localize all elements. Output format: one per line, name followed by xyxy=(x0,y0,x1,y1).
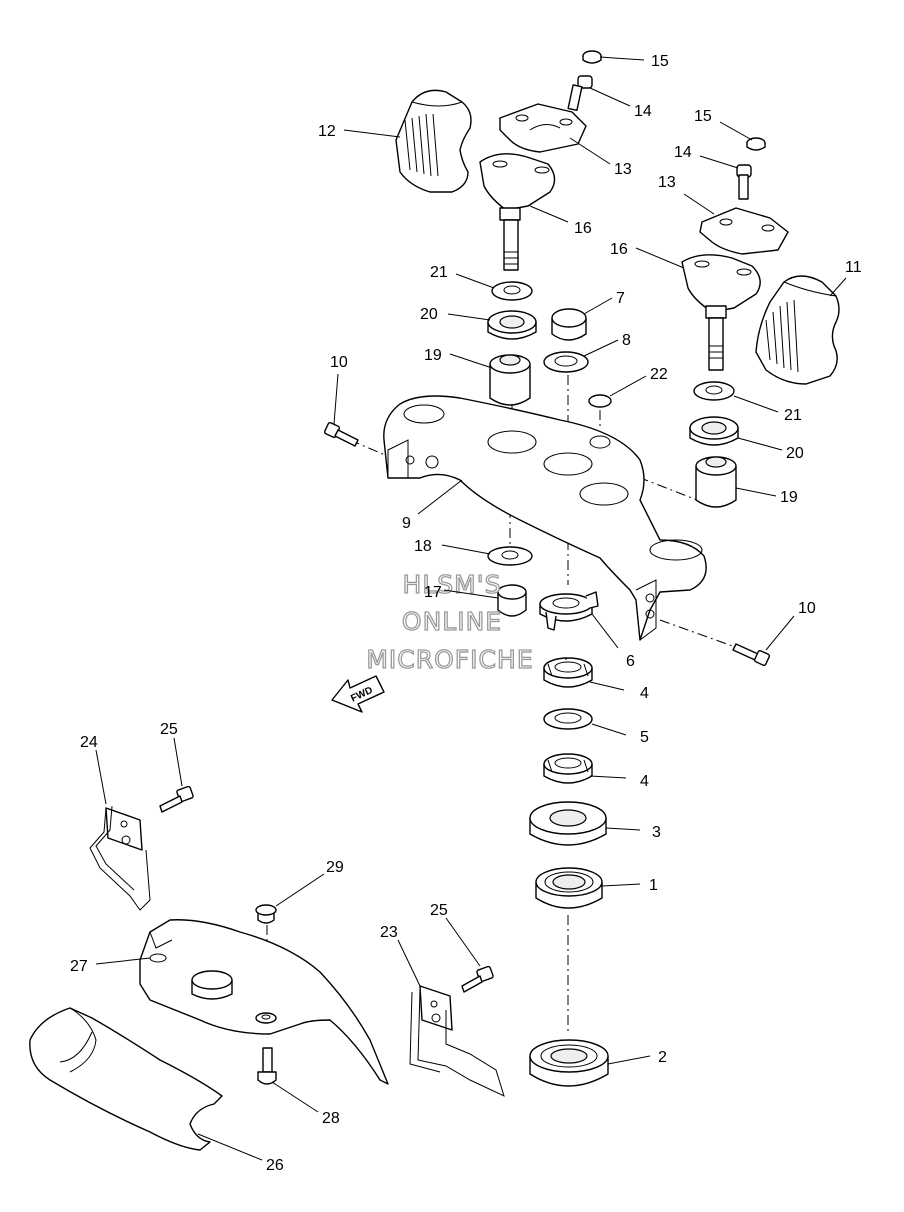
washer-18 xyxy=(487,546,533,566)
cover-plate-27 xyxy=(139,919,389,1085)
callout-18: 18 xyxy=(414,538,432,555)
bolt-25b xyxy=(461,965,494,993)
callout-7: 7 xyxy=(616,290,625,307)
callout-14: 14 xyxy=(674,144,692,161)
wire-guide-23 xyxy=(409,985,505,1097)
damper-19-left xyxy=(489,354,531,406)
callout-21: 21 xyxy=(784,407,802,424)
handle-holder-left xyxy=(479,153,556,271)
callout-26: 26 xyxy=(266,1157,284,1174)
callout-19: 19 xyxy=(780,489,798,506)
callout-22: 22 xyxy=(650,366,668,383)
upper-bracket-9 xyxy=(383,395,707,641)
bearing-1 xyxy=(535,867,603,909)
cap-15b xyxy=(746,137,766,151)
callouts: 15 14 12 13 15 14 13 16 16 11 21 7 20 8 … xyxy=(70,53,862,1174)
grommet-29 xyxy=(255,904,277,924)
callout-29: 29 xyxy=(326,859,344,876)
bearing-2 xyxy=(529,1039,609,1087)
callout-10: 10 xyxy=(330,354,348,371)
ring-nut-4-lower xyxy=(543,753,593,784)
watermark-line-3: MICROFICHE xyxy=(366,645,533,674)
bolt-14a xyxy=(567,75,593,112)
leader-lines xyxy=(95,56,847,1161)
fwd-arrow-icon: FWD xyxy=(331,675,385,713)
handlebar-cover-left xyxy=(395,89,472,193)
callout-9: 9 xyxy=(402,515,411,532)
callout-19: 19 xyxy=(424,347,442,364)
callout-11: 11 xyxy=(845,259,862,276)
washer-8 xyxy=(543,351,589,373)
lock-washer-6 xyxy=(539,591,599,631)
watermark-line-1: HLSM'S xyxy=(403,570,502,599)
washer-21-left xyxy=(491,281,533,301)
callout-20: 20 xyxy=(420,306,438,323)
callout-21: 21 xyxy=(430,264,448,281)
handlebar-cover-right xyxy=(755,275,840,385)
cap-22 xyxy=(588,394,612,408)
handlebar-upper-holder-left xyxy=(499,103,587,153)
callout-16: 16 xyxy=(610,241,628,258)
callout-24: 24 xyxy=(80,734,98,751)
washer-21-right xyxy=(693,381,735,401)
damper-19-right xyxy=(695,456,737,508)
callout-20: 20 xyxy=(786,445,804,462)
callout-17: 17 xyxy=(424,584,442,601)
callout-3: 3 xyxy=(652,824,661,841)
crown-nut-7 xyxy=(551,308,587,341)
callout-25: 25 xyxy=(430,902,448,919)
bolt-28 xyxy=(257,1047,277,1085)
callout-1: 1 xyxy=(649,877,658,894)
callout-28: 28 xyxy=(322,1110,340,1127)
callout-23: 23 xyxy=(380,924,398,941)
callout-8: 8 xyxy=(622,332,631,349)
bolt-14b xyxy=(736,164,752,200)
bushing-20-right xyxy=(689,416,739,446)
callout-2: 2 xyxy=(658,1049,667,1066)
handle-holder-right xyxy=(681,254,761,371)
callout-15: 15 xyxy=(651,53,669,70)
bearing-cover-3 xyxy=(529,801,607,846)
bushing-20-left xyxy=(487,310,537,340)
tube-cover-26 xyxy=(29,1007,223,1151)
handlebar-upper-holder-right xyxy=(699,207,789,255)
callout-10: 10 xyxy=(798,600,816,617)
callout-15: 15 xyxy=(694,108,712,125)
callout-27: 27 xyxy=(70,958,88,975)
watermark-line-2: ONLINE xyxy=(402,607,502,636)
bolt-10-right xyxy=(732,643,771,667)
callout-13: 13 xyxy=(614,161,632,178)
cap-15a xyxy=(582,50,602,64)
callout-6: 6 xyxy=(626,653,635,670)
callout-25: 25 xyxy=(160,721,178,738)
washer-5 xyxy=(543,708,593,730)
wire-guide-24 xyxy=(89,805,151,911)
callout-4: 4 xyxy=(640,685,649,702)
watermark: HLSM'S ONLINE MICROFICHE xyxy=(366,569,534,674)
callout-16: 16 xyxy=(574,220,592,237)
callout-14: 14 xyxy=(634,103,652,120)
callout-13: 13 xyxy=(658,174,676,191)
callout-4: 4 xyxy=(640,773,649,790)
callout-12: 12 xyxy=(318,123,336,140)
bolt-10-left xyxy=(323,421,359,447)
bolt-25a xyxy=(159,785,194,813)
nut-17 xyxy=(497,584,527,617)
callout-5: 5 xyxy=(640,729,649,746)
ring-nut-4-upper xyxy=(543,657,593,688)
